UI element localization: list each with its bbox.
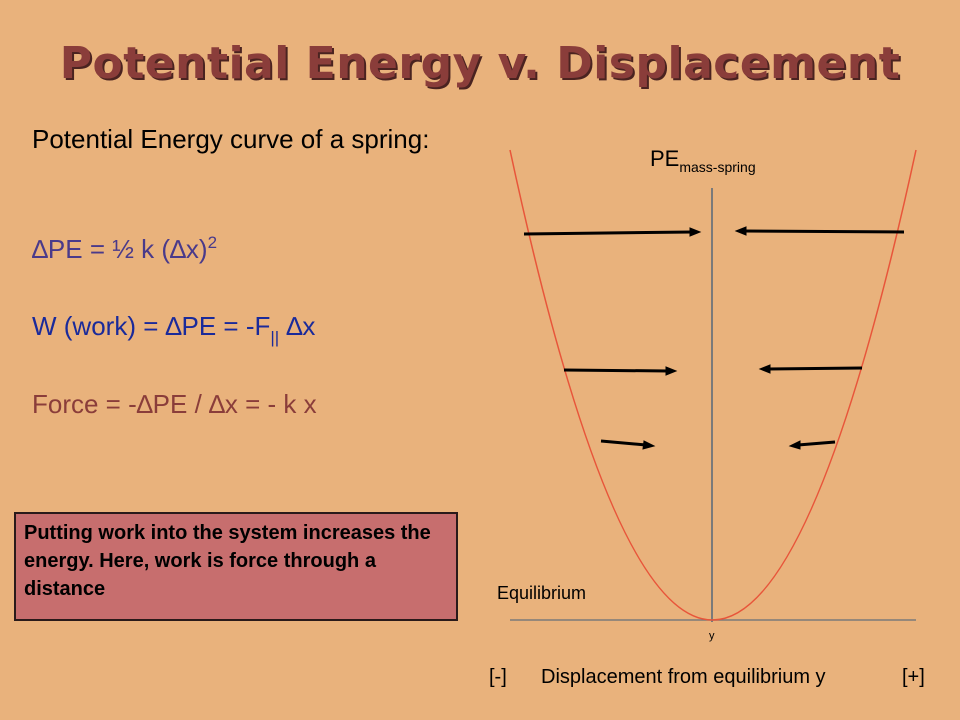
arrowhead-left-middle	[665, 366, 678, 376]
pe-axis-label: PEmass-spring	[650, 146, 756, 175]
arrow-right-bottom	[797, 440, 836, 447]
pe-axis-label-sub: mass-spring	[679, 159, 756, 175]
equilibrium-label: Equilibrium	[497, 583, 587, 603]
equation-work-subscript: ||	[270, 328, 280, 347]
axis-caption: Displacement from equilibrium y	[541, 666, 826, 688]
arrowhead-right-top	[734, 226, 747, 236]
page-title: Potential Energy v. Displacement	[59, 38, 901, 89]
arrow-left-middle	[563, 368, 669, 373]
equation-force: Force = -∆PE / ∆x = - k x	[32, 389, 317, 419]
force-arrows	[523, 226, 905, 450]
equation-work: W (work) = ∆PE = -F|| ∆x	[32, 307, 316, 347]
y-tick-label: y	[709, 630, 715, 642]
arrow-right-top	[743, 229, 905, 234]
potential-energy-curve	[509, 149, 917, 621]
arrow-left-top	[523, 230, 693, 236]
arrowhead-right-bottom	[788, 440, 801, 450]
arrow-right-middle	[767, 366, 863, 371]
arrowhead-left-bottom	[642, 440, 656, 450]
arrowhead-left-top	[689, 227, 702, 237]
pe-axis-label-main: PE	[650, 146, 680, 171]
equation-delta-pe-main: ∆PE = ½ k (∆x)	[32, 234, 208, 264]
equation-work-tail: ∆x	[279, 311, 316, 341]
callout-box: Putting work into the system increases t…	[14, 512, 458, 621]
intro-text: Potential Energy curve of a spring:	[32, 124, 430, 154]
axis-negative-label: [-]	[489, 666, 507, 688]
arrowhead-right-middle	[758, 364, 771, 374]
equation-delta-pe: ∆PE = ½ k (∆x)2	[32, 230, 217, 268]
axis-positive-label: [+]	[902, 666, 925, 688]
equation-work-main: W (work) = ∆PE = -F	[32, 311, 271, 341]
arrow-left-bottom	[600, 439, 647, 447]
equation-delta-pe-exponent: 2	[207, 233, 218, 252]
